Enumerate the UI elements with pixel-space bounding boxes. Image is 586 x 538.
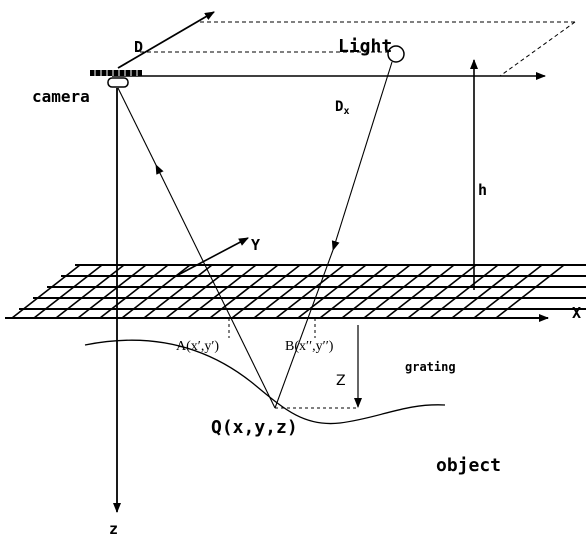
dx-label-main: D [335,99,343,115]
point-a-label: A(x′,y′) [176,339,219,354]
dx-label-sub: x [343,106,349,117]
light-source-icon [387,45,405,63]
point-q-label: Q(x,y,z) [211,417,298,438]
light-label: Light [338,36,392,57]
y-axis-line [177,237,249,276]
point-b-label: B(x′′,y′′) [285,339,334,354]
ray-paths [117,61,393,409]
top-plane [140,21,576,77]
z-depth-label: Z [336,373,346,389]
camera-icon [90,11,215,88]
d-top-label: D [134,38,143,56]
camera-label: camera [32,87,90,106]
dx-label: Dx [335,99,349,117]
x-axis-label: X [572,304,581,322]
projection-lines [228,318,356,409]
z-axis-label: z [109,520,118,538]
y-axis-label: Y [251,236,260,254]
grating-grid [11,264,586,319]
object-label: object [436,455,501,476]
h-label: h [478,181,487,199]
grating-label: grating [405,360,456,374]
object-surface [84,339,446,425]
